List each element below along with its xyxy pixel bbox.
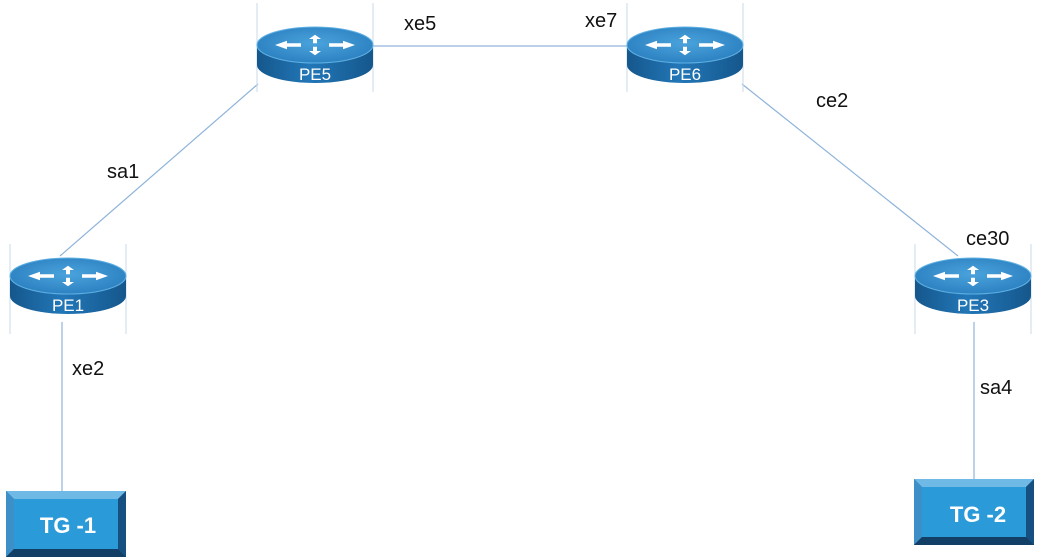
router-pe1[interactable]: PE1 — [9, 244, 127, 334]
port-label-xe5: xe5 — [404, 13, 436, 35]
traffic-generator-tg2[interactable]: TG -2 — [914, 479, 1034, 545]
traffic-generator-label-tg1: TG -1 — [40, 513, 96, 538]
router-pe5[interactable]: PE5 — [256, 3, 374, 92]
router-pe6[interactable]: PE6 — [626, 3, 744, 92]
router-label-pe3: PE3 — [957, 296, 989, 315]
port-label-xe2: xe2 — [72, 358, 104, 380]
port-label-sa1: sa1 — [107, 161, 139, 183]
traffic-generator-label-tg2: TG -2 — [950, 502, 1006, 527]
port-label-ce30: ce30 — [966, 228, 1009, 250]
router-label-pe5: PE5 — [299, 65, 331, 84]
port-label-xe7: xe7 — [585, 10, 617, 32]
link-pe5-pe1 — [59, 83, 259, 257]
router-label-pe6: PE6 — [669, 65, 701, 84]
traffic-generator-tg1[interactable]: TG -1 — [6, 491, 126, 557]
router-pe3[interactable]: PE3 — [914, 244, 1032, 334]
port-label-ce2: ce2 — [816, 90, 848, 112]
link-pe6-pe3 — [741, 83, 959, 257]
port-label-sa4: sa4 — [980, 377, 1012, 399]
router-label-pe1: PE1 — [52, 296, 84, 315]
